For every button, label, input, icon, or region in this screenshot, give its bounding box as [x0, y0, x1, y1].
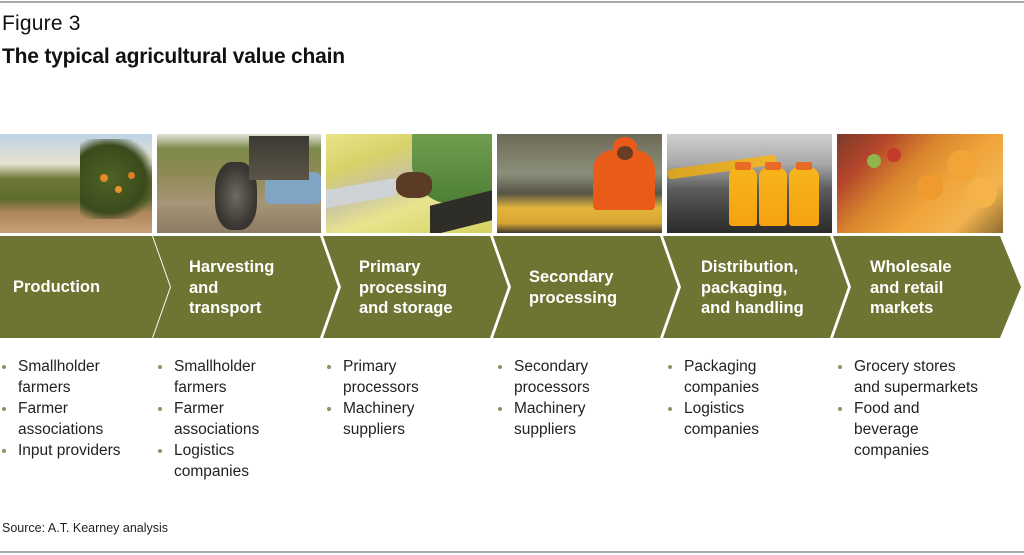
- bullet-icon: [158, 449, 162, 453]
- photo-strip: [0, 134, 1024, 234]
- chevron-shape-icon: [153, 236, 338, 338]
- bullet-icon: [498, 365, 502, 369]
- stage-title: Wholesale and retail markets: [870, 258, 952, 317]
- figure-label: Figure 3: [2, 12, 81, 35]
- bullet-icon: [498, 407, 502, 411]
- processing-line-photo: [497, 134, 662, 233]
- top-rule: [0, 1, 1024, 3]
- stage-wholesale-retail: Wholesale and retail markets: [833, 236, 1024, 338]
- orange-orchard-photo: [0, 134, 152, 233]
- source-note: Source: A.T. Kearney analysis: [2, 521, 169, 535]
- bottom-rule: [0, 551, 1024, 553]
- stage-title: Primary processing and storage: [359, 258, 453, 317]
- stage-title: Production: [13, 278, 101, 296]
- stage-secondary-processing: Secondary processing: [493, 236, 683, 338]
- bullet-icon: [668, 407, 672, 411]
- bullet-icon: [158, 365, 162, 369]
- stage-harvesting: Harvesting and transport: [153, 236, 343, 338]
- figure-title: The typical agricultural value chain: [2, 45, 345, 68]
- stage-production: Production: [0, 236, 172, 338]
- chevron-shape-icon: [833, 236, 1021, 338]
- stage-title: Secondary processing: [529, 268, 618, 307]
- value-chain-chevrons: Production Harvesting and transport Prim…: [0, 236, 1024, 338]
- list-item: Input providers: [2, 440, 121, 461]
- bullet-icon: [2, 407, 6, 411]
- chevron-shape-icon: [493, 236, 678, 338]
- chevron-shape-icon: [663, 236, 848, 338]
- bullet-icon: [838, 407, 842, 411]
- chevron-shape-icon: [0, 236, 170, 338]
- bullet-icon: [2, 365, 6, 369]
- bullet-icon: [838, 365, 842, 369]
- bullet-icon: [158, 407, 162, 411]
- chevron-shape-icon: [323, 236, 508, 338]
- stage-title: Harvesting and transport: [189, 258, 275, 317]
- juice-bottles-photo: [667, 134, 832, 233]
- bullet-icon: [2, 449, 6, 453]
- fruit-market-photo: [837, 134, 1003, 233]
- stage-title: Distribution, packaging, and handling: [701, 258, 804, 317]
- bullet-icon: [327, 365, 331, 369]
- bullet-icon: [327, 407, 331, 411]
- stage-primary-processing: Primary processing and storage: [323, 236, 513, 338]
- lemon-sorting-photo: [326, 134, 492, 233]
- bullet-icon: [668, 365, 672, 369]
- stage-distribution: Distribution, packaging, and handling: [663, 236, 853, 338]
- tractor-photo: [157, 134, 321, 233]
